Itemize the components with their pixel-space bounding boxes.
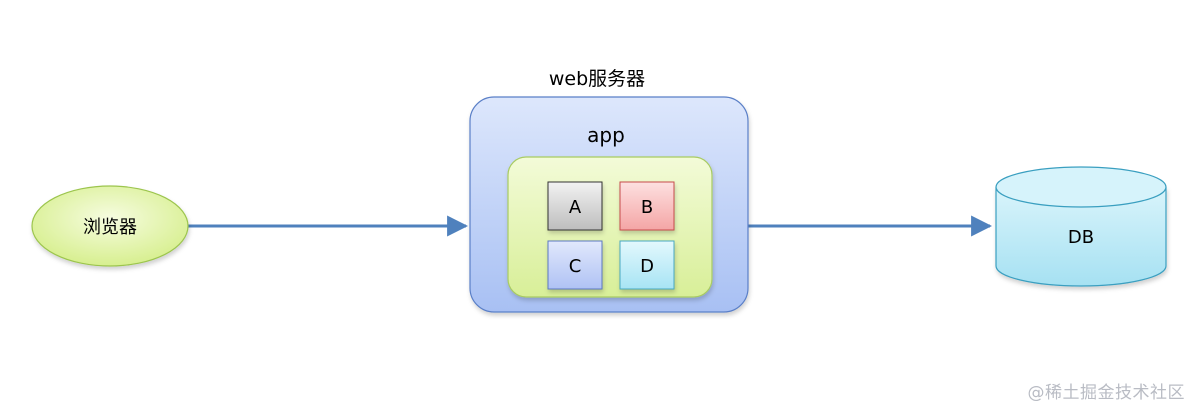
db-label: DB [1068,227,1094,248]
watermark: @稀土掘金技术社区 [1027,383,1185,403]
server-title: web服务器 [549,68,645,90]
module-c: C [547,240,603,290]
module-a-label: A [569,197,582,218]
module-d-label: D [640,256,654,277]
app-container [507,156,713,298]
module-a: A [547,181,603,231]
database-node: DB [995,166,1167,287]
web-server-node: app A B C D [469,96,749,313]
browser-label: 浏览器 [83,217,137,238]
browser-node: 浏览器 [31,185,189,267]
module-d: D [619,240,675,290]
module-c-label: C [569,256,582,277]
module-b: B [619,181,675,231]
module-b-label: B [641,197,653,218]
app-label: app [587,123,625,147]
